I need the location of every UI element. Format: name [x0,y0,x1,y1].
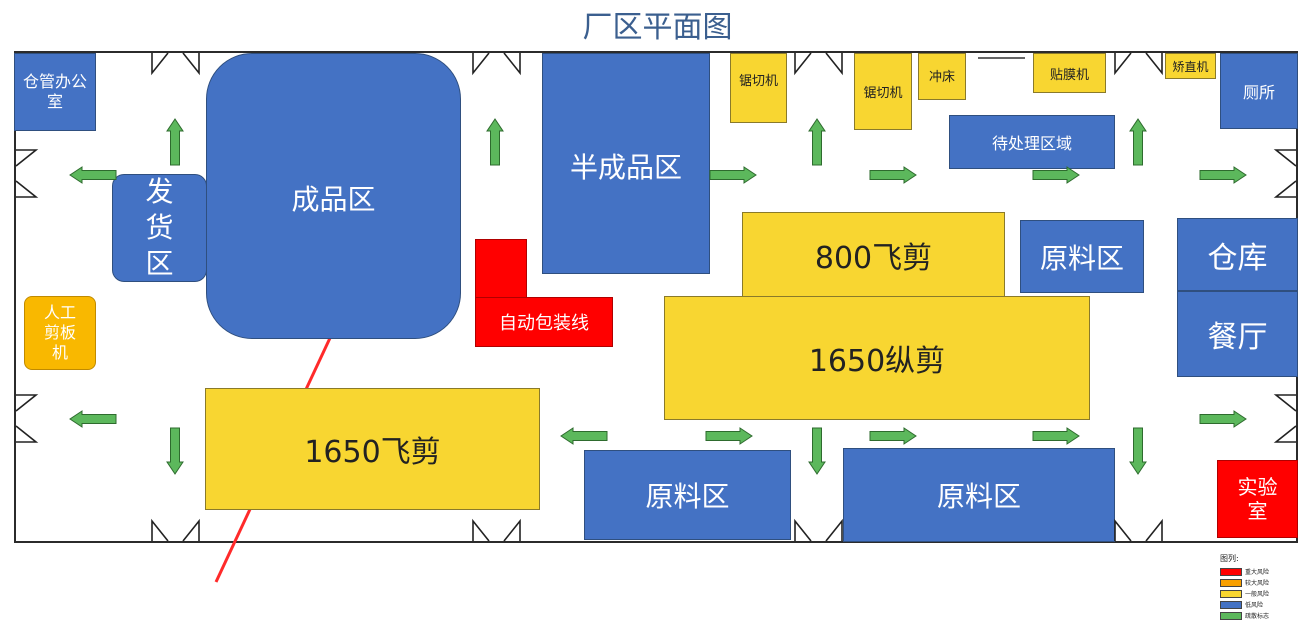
zone-punch[interactable]: 冲床 [918,53,966,100]
door-icon [1273,394,1297,443]
zone-label: 原料区 [1039,241,1124,275]
zone-label: 成品区 [291,183,376,216]
zone-pending[interactable]: 待处理区域 [949,115,1115,169]
zone-label: 原料区 [936,480,1021,513]
zone-saw-1[interactable]: 锯切机 [730,53,787,123]
zone-canteen[interactable]: 餐厅 [1177,291,1298,377]
zone-label: 1650飞剪 [304,435,441,470]
zone-finished-goods[interactable]: 成品区 [206,53,461,339]
legend-label: 一般风险 [1245,591,1270,598]
exit-arrow-icon [560,427,608,445]
zone-800-flying-shear[interactable]: 800飞剪 [742,212,1005,298]
legend-item: 一般风险 [1220,588,1302,599]
zone-label: 仓管办公室 [23,72,88,111]
door-icon [151,518,200,542]
page-title: 厂区平面图 [582,10,733,45]
exit-arrow-icon [1032,166,1080,184]
door-icon [15,149,39,198]
exit-arrow-icon [709,166,757,184]
zone-label: 贴膜机 [1049,67,1089,83]
door-icon [1114,52,1163,76]
zone-shipping[interactable]: 发货区 [112,174,207,282]
legend-swatch [1220,611,1242,620]
zone-lab[interactable]: 实验室 [1217,460,1298,538]
door-icon [151,52,200,76]
legend-swatch [1220,600,1242,609]
door-icon [1273,149,1297,198]
zone-label: 800飞剪 [814,241,933,276]
zone-label: 餐厅 [1207,320,1268,355]
zone-warehouse-office[interactable]: 仓管办公室 [14,53,96,131]
zone-label: 半成品区 [569,151,682,184]
legend-item: 疏散标志 [1220,610,1302,621]
legend-label: 疏散标志 [1245,613,1270,620]
zone-semi-finished[interactable]: 半成品区 [542,53,710,274]
zone-label: 锯切机 [738,74,778,89]
exit-arrow-icon [705,427,753,445]
exit-arrow-icon [166,118,184,166]
zone-label: 原料区 [645,480,730,513]
zone-raw-material-3[interactable]: 原料区 [843,448,1115,542]
zone-raw-material-2[interactable]: 原料区 [584,450,791,540]
exit-arrow-icon [486,118,504,166]
zone-label: 自动包装线 [499,313,589,334]
exit-arrow-icon [869,166,917,184]
legend-item: 低风险 [1220,599,1302,610]
exit-arrow-icon [808,118,826,166]
legend-item: 重大风险 [1220,566,1302,577]
exit-arrow-icon [1129,118,1147,166]
legend-swatch [1220,567,1242,576]
legend: 图列: 重大风险较大风险一般风险低风险疏散标志 [1220,553,1302,623]
zone-label: 待处理区域 [991,134,1072,153]
door-icon [15,394,39,443]
zone-label: 冲床 [928,70,955,85]
zone-saw-2[interactable]: 锯切机 [854,53,912,130]
zone-1650-slitting[interactable]: 1650纵剪 [664,296,1090,420]
zone-1650-flying-shear[interactable]: 1650飞剪 [205,388,540,510]
legend-label: 重大风险 [1245,569,1270,576]
legend-item: 较大风险 [1220,577,1302,588]
door-icon [1114,518,1163,542]
door-icon [794,52,843,76]
exit-arrow-icon [1199,410,1247,428]
door-icon [794,518,843,542]
zone-label: 实验室 [1237,475,1278,523]
zone-label: 厕所 [1242,83,1275,102]
exit-arrow-icon [1129,427,1147,475]
zone-packing-line[interactable]: 自动包装线 [475,297,613,347]
zone-label: 矫直机 [1172,59,1209,74]
legend-swatch [1220,578,1242,587]
zone-straighten[interactable]: 矫直机 [1165,53,1216,79]
zone-manual-shear[interactable]: 人工剪板机 [24,296,96,370]
zone-film[interactable]: 贴膜机 [1033,53,1106,93]
legend-label: 较大风险 [1245,580,1270,587]
exit-arrow-icon [1032,427,1080,445]
zone-label: 发货区 [145,175,174,280]
zone-label: 人工剪板机 [43,303,76,362]
zone-warehouse[interactable]: 仓库 [1177,218,1298,291]
exit-arrow-icon [69,410,117,428]
door-icon [472,518,521,542]
zone-raw-material-1[interactable]: 原料区 [1020,220,1144,293]
legend-swatch [1220,589,1242,598]
exit-arrow-icon [166,427,184,475]
zone-packing-upper [475,239,527,299]
zone-label: 仓库 [1207,240,1268,276]
exit-arrow-icon [1199,166,1247,184]
exit-arrow-icon [869,427,917,445]
exit-arrow-icon [69,166,117,184]
legend-title: 图列: [1220,554,1239,563]
zone-label: 1650纵剪 [808,344,946,379]
door-icon [472,52,521,76]
exit-arrow-icon [808,427,826,475]
zone-label: 锯切机 [863,86,903,101]
legend-label: 低风险 [1245,602,1264,609]
zone-toilet[interactable]: 厕所 [1220,53,1298,129]
